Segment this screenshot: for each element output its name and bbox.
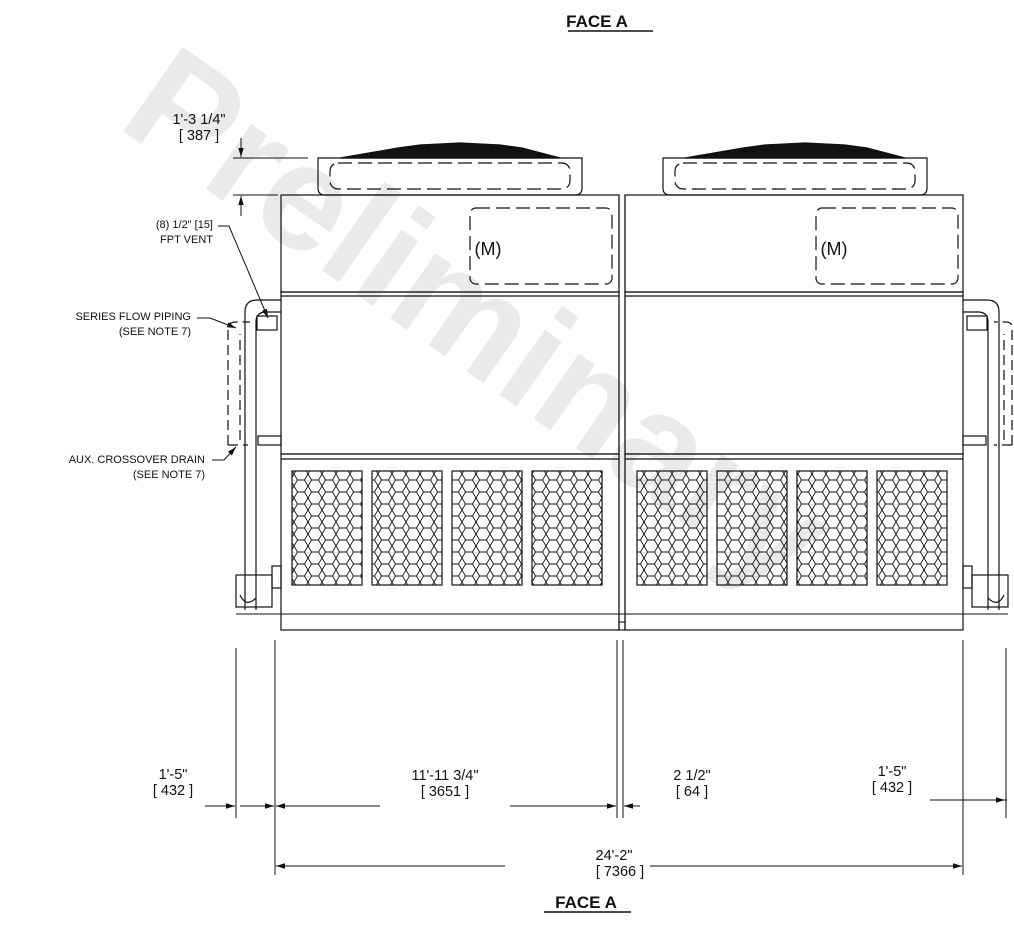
left-air-inlet-2 (371, 470, 443, 586)
callout-aux-line1: AUX. CROSSOVER DRAIN (69, 454, 205, 466)
dim-unit-width-imperial: 11'-11 3/4" (411, 768, 478, 784)
title-face-a-top: FACE A (566, 12, 628, 31)
dim-right-overhang-imperial: 1'-5" (878, 764, 907, 780)
left-unit (227, 142, 620, 631)
dim-right-overhang-metric: [ 432 ] (872, 780, 912, 796)
dim-overall-metric: [ 7366 ] (596, 864, 644, 880)
motor-icon-right: (M) (821, 239, 848, 259)
right-motor-access (815, 207, 959, 285)
left-fan-blades (339, 142, 561, 159)
center-gap (618, 195, 626, 631)
dim-extension-lines (235, 640, 1007, 875)
right-air-inlet-3 (796, 470, 868, 586)
dim-unit-width-metric: [ 3651 ] (421, 784, 469, 800)
right-dashed-aux-piping (994, 321, 1013, 446)
callout-leaders (197, 225, 269, 461)
title-face-a-bottom: FACE A (555, 893, 617, 912)
left-air-inlet-3 (451, 470, 523, 586)
dim-left-overhang-metric: [ 432 ] (153, 783, 193, 799)
callout-aux-line2: (SEE NOTE 7) (133, 469, 205, 481)
dim-overall-imperial: 24'-2" (596, 848, 633, 864)
right-air-inlet-2 (716, 470, 788, 586)
motor-icon-left: (M) (475, 239, 502, 259)
left-motor-access (469, 207, 613, 285)
callout-vent-line2: FPT VENT (160, 234, 213, 246)
callout-series-line2: (SEE NOTE 7) (119, 326, 191, 338)
dim-gap-metric: [ 64 ] (676, 784, 708, 800)
right-series-flow-piping (962, 299, 1013, 610)
dim-fan-height-metric: [ 387 ] (179, 128, 219, 144)
dim-fan-height-imperial: 1'-3 1/4" (172, 112, 225, 128)
callout-series-line1: SERIES FLOW PIPING (75, 311, 191, 323)
left-series-flow-piping (227, 299, 282, 610)
left-fan-dashed (329, 162, 571, 190)
dim-left-overhang-imperial: 1'-5" (159, 767, 188, 783)
right-upper-casing (624, 194, 964, 293)
right-air-inlet-4 (876, 470, 948, 586)
dim-fan-height-lines (233, 138, 308, 216)
left-dashed-aux-piping (227, 321, 250, 446)
right-fan-dashed (674, 162, 916, 190)
left-air-inlet-1 (291, 470, 363, 586)
left-air-inlet-4 (531, 470, 603, 586)
right-unit (624, 142, 1013, 631)
right-air-inlet-1 (636, 470, 708, 586)
callout-vent-line1: (8) 1/2" [15] (156, 219, 213, 231)
dim-gap-imperial: 2 1/2" (673, 768, 710, 784)
right-fan-blades (684, 142, 906, 159)
dim-lines (205, 797, 1007, 869)
